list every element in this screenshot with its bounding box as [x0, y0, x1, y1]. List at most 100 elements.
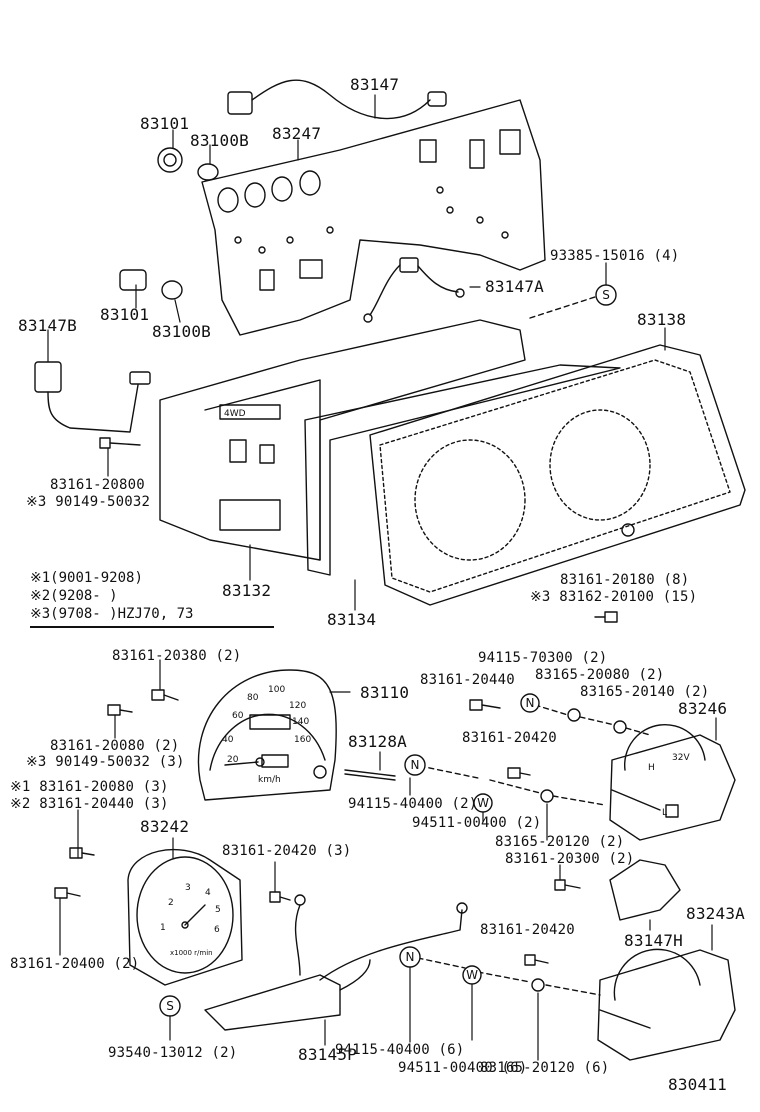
symbol-w-1: W	[477, 796, 489, 810]
screw-83161-20080-a	[107, 704, 133, 716]
label-83134: 83134	[327, 610, 377, 629]
washer-83165-20140	[613, 720, 627, 734]
symbol-n-1: N	[526, 696, 535, 710]
label-83161-20080-a: 83161-20080 (2)	[50, 738, 180, 754]
label-83100B-top: 83100B	[190, 131, 249, 150]
speedo-tick: 100	[268, 685, 285, 695]
symbol-w1-circle	[473, 793, 493, 813]
label-83165-20080: 83165-20080 (2)	[535, 667, 665, 683]
printed-circuit-83247	[201, 99, 546, 336]
screw-83161-20380	[151, 689, 179, 701]
speedo-unit: km/h	[258, 775, 281, 785]
model-legend: ※1(9001-9208) ※2(9208- ) ※3(9708- )HZJ70…	[30, 570, 274, 628]
label-83161-20300: 83161-20300 (2)	[505, 851, 635, 867]
label-83242: 83242	[140, 817, 190, 836]
bulb-socket-83101-bottom	[119, 269, 183, 300]
label-83101-top: 83101	[140, 114, 190, 133]
label-83147: 83147	[350, 75, 400, 94]
screw-83161-20420-a	[507, 767, 531, 779]
voltage-text: 32V	[672, 753, 690, 763]
washer-83165-20080	[567, 708, 581, 722]
label-83100B-bottom: 83100B	[152, 322, 211, 341]
tach-unit: x1000 r/min	[170, 949, 213, 957]
low-text: L	[662, 808, 667, 818]
leader-lines	[47, 94, 717, 1061]
speedometer-scale: 20 40 60 80 100 120 140 160 km/h	[222, 685, 311, 785]
symbol-n2-circle	[404, 754, 426, 776]
legend-line-3: ※3(9708- )HZJ70, 73	[30, 606, 194, 622]
label-93385-15016: 93385-15016 (4)	[550, 248, 680, 264]
label-83147A: 83147A	[485, 277, 544, 296]
symbol-n-3: N	[406, 950, 415, 964]
label-83161-20400: 83161-20400 (2)	[10, 956, 140, 972]
label-94115-40400-a: 94115-40400 (2)	[348, 796, 478, 812]
speedo-tick: 20	[227, 755, 239, 765]
speedo-tick: 40	[222, 735, 234, 745]
legend-underline	[30, 626, 274, 628]
label-94115-40400-b: 94115-40400 (6)	[335, 1042, 465, 1058]
speedo-tick: 120	[289, 701, 306, 711]
screw-83161-20440-a	[469, 699, 501, 711]
label-83162-20100: ※3 83162-20100 (15)	[530, 589, 698, 605]
screw-83161-20440-b	[69, 847, 95, 859]
symbol-n1-circle	[520, 693, 540, 713]
label-83110: 83110	[360, 683, 410, 702]
label-83165-20140: 83165-20140 (2)	[580, 684, 710, 700]
wire-harness-83147A	[363, 257, 465, 323]
label-83147B: 83147B	[18, 316, 77, 335]
screw-83161-20420-c	[524, 954, 549, 966]
label-83132: 83132	[222, 581, 272, 600]
symbol-n-2: N	[411, 758, 420, 772]
label-83161-20440-a: 83161-20440	[420, 672, 515, 688]
fuel-gauge-text: H	[648, 763, 655, 773]
label-83161-20420-b: 83161-20420 (3)	[222, 843, 352, 859]
label-94511-00400-b: 94511-00400 (6)	[398, 1060, 528, 1076]
screw-83161-20300	[554, 879, 581, 891]
label-83161-20440-b: ※2 83161-20440 (3)	[10, 796, 169, 812]
speedo-tick: 80	[247, 693, 259, 703]
label-90149-50032: ※3 90149-50032	[26, 494, 151, 510]
symbol-s-bottom: S	[166, 999, 174, 1013]
tach-tick: 1	[160, 923, 166, 933]
screw-83161-20400	[54, 887, 81, 899]
label-83246: 83246	[678, 699, 728, 718]
glass-83138	[369, 344, 746, 606]
label-83161-20080-b: ※1 83161-20080 (3)	[10, 779, 169, 795]
symbol-s-bottom-circle	[159, 995, 181, 1017]
legend-line-1: ※1(9001-9208)	[30, 570, 143, 586]
dashed-guides	[417, 296, 651, 996]
screw-83161-20800	[99, 437, 141, 449]
symbol-w2-circle	[462, 965, 482, 985]
reset-knob-83128A	[344, 769, 396, 781]
symbol-w-2: W	[466, 968, 478, 982]
label-83145P: 83145P	[298, 1045, 357, 1064]
label-93540-13012: 93540-13012 (2)	[108, 1045, 238, 1061]
label-90149-50032-b: ※3 90149-50032 (3)	[26, 754, 185, 770]
label-83128A: 83128A	[348, 732, 407, 751]
gauge-83243A	[597, 948, 736, 1061]
washer-83165-20120-b	[531, 978, 545, 992]
symbol-s-top-circle	[595, 284, 617, 306]
label-83165-20120-b: 83165-20120 (6)	[480, 1060, 610, 1076]
speedometer-83110	[197, 669, 337, 801]
label-83161-20420-c: 83161-20420	[480, 922, 575, 938]
symbol-n3-circle	[399, 946, 421, 968]
meter-case-83132	[159, 319, 526, 561]
tach-tick: 3	[185, 883, 191, 893]
tach-tick: 2	[168, 898, 174, 908]
legend-line-2: ※2(9208- )	[30, 588, 118, 604]
wire-harness-83145P	[204, 894, 468, 1031]
gauge-83246	[609, 723, 736, 841]
label-83247: 83247	[272, 124, 322, 143]
label-83161-20420-a: 83161-20420	[462, 730, 557, 746]
label-83161-20380: 83161-20380 (2)	[112, 648, 242, 664]
speedo-tick: 60	[232, 711, 244, 721]
meter-hood-83134	[304, 364, 621, 576]
label-94115-70300: 94115-70300 (2)	[478, 650, 608, 666]
panel-4wd-text: 4WD	[224, 409, 246, 419]
speedo-tick: 140	[292, 717, 309, 727]
washer-83165-20120-a	[540, 789, 554, 803]
wire-harness-83147	[227, 79, 447, 120]
